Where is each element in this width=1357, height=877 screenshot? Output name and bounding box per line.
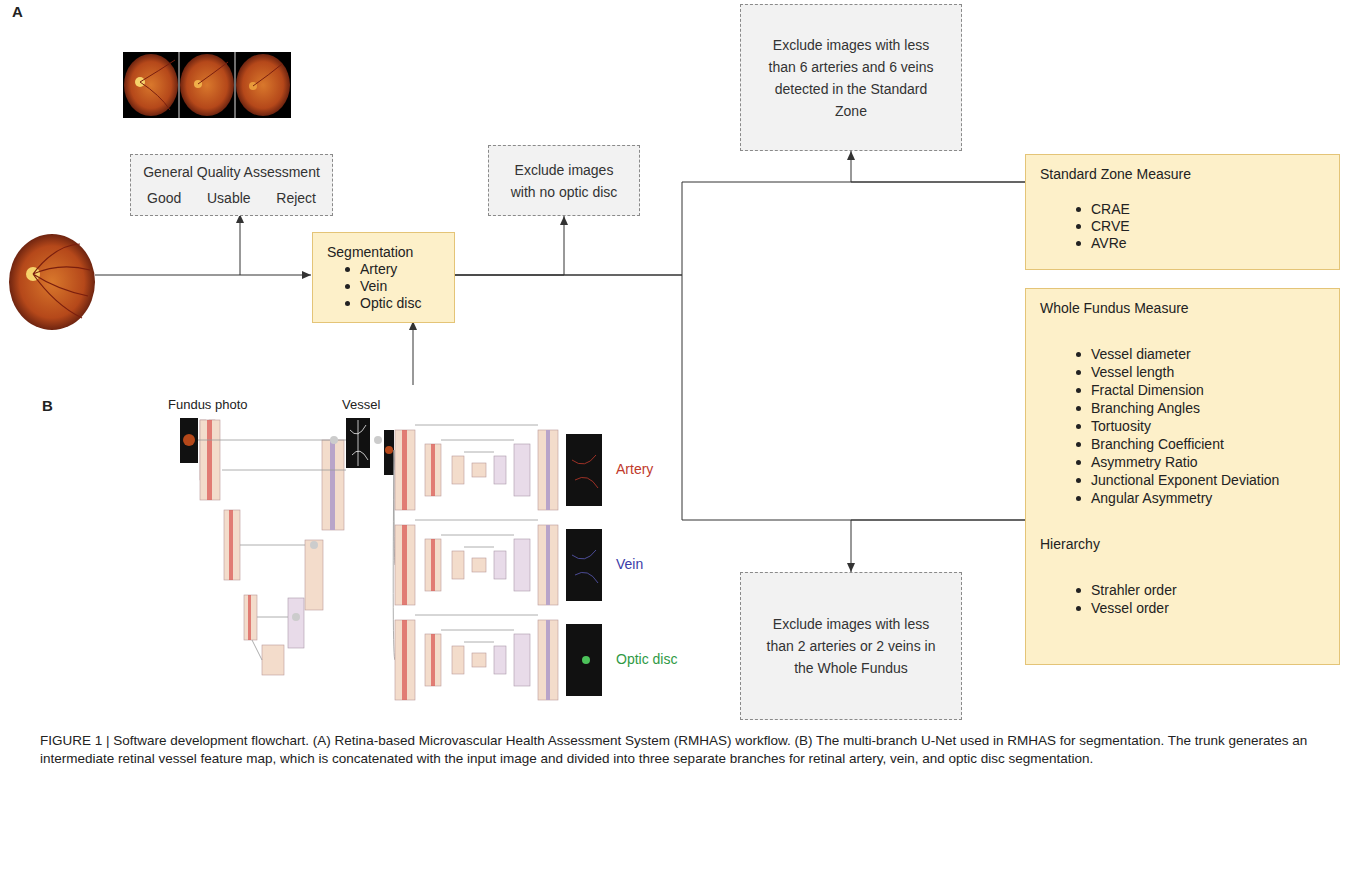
- list-item: Branching Coefficient: [1091, 435, 1224, 453]
- bullet-item: Branching Angles: [1040, 399, 1325, 417]
- process-box: Whole Fundus MeasureVessel diameterVesse…: [1025, 288, 1340, 665]
- bullet-dot: [345, 267, 350, 272]
- bullet-item: CRAE: [1040, 201, 1325, 218]
- grade-option: Good: [147, 189, 181, 207]
- bullet-dot: [1076, 460, 1081, 465]
- bullet-item: Vessel order: [1040, 599, 1325, 617]
- bullet-dot: [1076, 352, 1081, 357]
- list-item: Fractal Dimension: [1091, 381, 1204, 399]
- bullet-dot: [1076, 442, 1081, 447]
- box-title: Standard Zone Measure: [1040, 165, 1325, 183]
- section-heading: Hierarchy: [1040, 535, 1325, 553]
- list-item: Vein: [360, 278, 387, 295]
- assessment-box: General Quality AssessmentGood Usable Reje…: [130, 154, 333, 216]
- bullet-item: Tortuosity: [1040, 417, 1325, 435]
- panel-letter: B: [42, 397, 53, 414]
- part-label: Fundus photo: [168, 397, 248, 412]
- bullet-dot: [1076, 406, 1081, 411]
- part-label: Optic disc: [616, 651, 677, 667]
- bullet-dot: [345, 301, 350, 306]
- bullet-item: Angular Asymmetry: [1040, 489, 1325, 507]
- list-item: Vessel order: [1091, 599, 1169, 617]
- flow-connector: [455, 216, 564, 275]
- list-item: Asymmetry Ratio: [1091, 453, 1198, 471]
- bullet-dot: [345, 284, 350, 289]
- part-label: Vein: [616, 556, 643, 572]
- exclusion-box: Exclude images with no optic disc: [488, 145, 640, 216]
- list-item: Vessel length: [1091, 363, 1174, 381]
- box-title: Segmentation: [327, 243, 440, 261]
- list-item: Optic disc: [360, 295, 421, 312]
- process-box: SegmentationArteryVeinOptic disc: [312, 232, 455, 323]
- bullet-dot: [1076, 588, 1081, 593]
- process-box: Standard Zone MeasureCRAECRVEAVRe: [1025, 154, 1340, 270]
- flow-connector: [455, 275, 1025, 520]
- list-item: AVRe: [1091, 235, 1127, 252]
- bullet-item: AVRe: [1040, 235, 1325, 252]
- bullet-item: Junctional Exponent Deviation: [1040, 471, 1325, 489]
- bullet-dot: [1076, 224, 1081, 229]
- figure-caption: FIGURE 1 | Software development flowchar…: [40, 732, 1335, 768]
- part-label: Vessel: [342, 397, 380, 412]
- list-item: Strahler order: [1091, 581, 1177, 599]
- list-item: Tortuosity: [1091, 417, 1151, 435]
- bullet-item: Vein: [327, 278, 440, 295]
- bullet-item: Strahler order: [1040, 581, 1325, 599]
- box-title: General Quality Assessment: [141, 163, 322, 181]
- bullet-dot: [1076, 207, 1081, 212]
- flow-connector: [851, 520, 1025, 572]
- exclusion-text: Exclude images with less than 2 arteries…: [759, 613, 943, 679]
- list-item: CRVE: [1091, 218, 1130, 235]
- bullet-item: Branching Coefficient: [1040, 435, 1325, 453]
- panel-letter: A: [12, 3, 23, 20]
- bullet-dot: [1076, 241, 1081, 246]
- bullet-item: Vessel length: [1040, 363, 1325, 381]
- bullet-item: Vessel diameter: [1040, 345, 1325, 363]
- bullet-dot: [1076, 478, 1081, 483]
- bullet-item: Artery: [327, 261, 440, 278]
- box-title: Whole Fundus Measure: [1040, 299, 1325, 317]
- exclusion-text: Exclude images with no optic disc: [507, 159, 621, 203]
- grade-option: Reject: [276, 189, 316, 207]
- grade-row: Good Usable Reject: [141, 189, 322, 207]
- bullet-dot: [1076, 424, 1081, 429]
- exclusion-box: Exclude images with less than 2 arteries…: [740, 572, 962, 720]
- list-item: Artery: [360, 261, 397, 278]
- bullet-item: Asymmetry Ratio: [1040, 453, 1325, 471]
- bullet-item: Optic disc: [327, 295, 440, 312]
- bullet-item: Fractal Dimension: [1040, 381, 1325, 399]
- flow-connector: [851, 151, 1025, 182]
- bullet-dot: [1076, 496, 1081, 501]
- list-item: Branching Angles: [1091, 399, 1200, 417]
- exclusion-box: Exclude images with less than 6 arteries…: [740, 4, 962, 151]
- bullet-dot: [1076, 606, 1081, 611]
- exclusion-text: Exclude images with less than 6 arteries…: [759, 34, 943, 122]
- bullet-dot: [1076, 388, 1081, 393]
- bullet-dot: [1076, 370, 1081, 375]
- list-item: CRAE: [1091, 201, 1130, 218]
- part-label: Artery: [616, 461, 653, 477]
- list-item: Angular Asymmetry: [1091, 489, 1212, 507]
- list-item: Junctional Exponent Deviation: [1091, 471, 1279, 489]
- list-item: Vessel diameter: [1091, 345, 1191, 363]
- bullet-item: CRVE: [1040, 218, 1325, 235]
- grade-option: Usable: [207, 189, 251, 207]
